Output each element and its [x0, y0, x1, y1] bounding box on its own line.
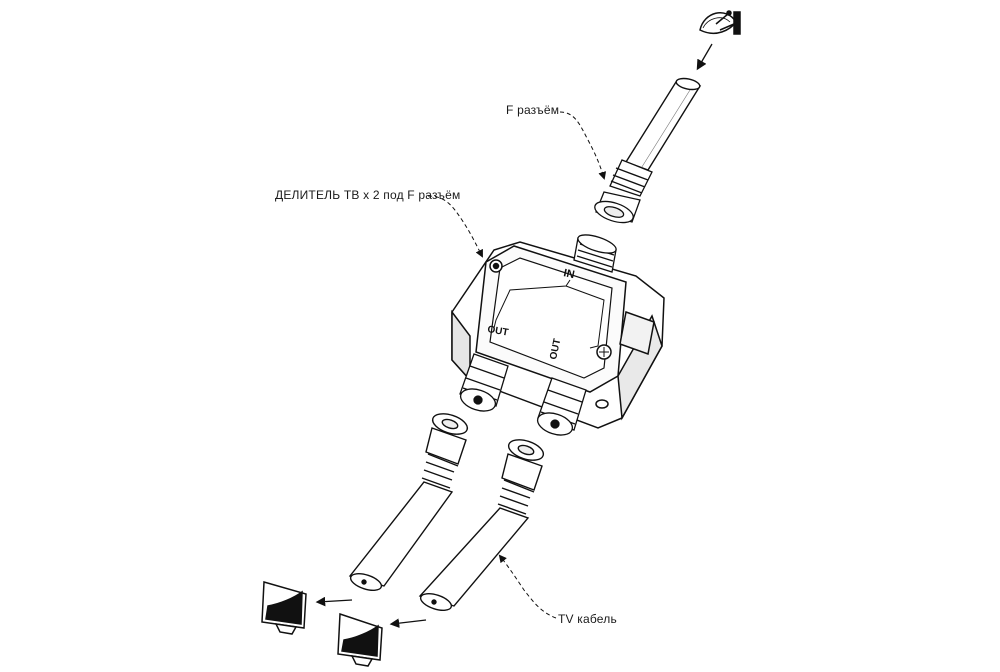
signal-arrow [696, 43, 713, 71]
input-cable [624, 77, 702, 171]
splitter-out-port-left [459, 353, 509, 412]
tv-cable-label: TV кабель [558, 612, 617, 626]
port-label-out-right: OUT [548, 338, 563, 361]
f-connector-top [594, 159, 653, 224]
arrow-to-tv-left [315, 596, 353, 607]
output-cable-right [418, 439, 545, 611]
satellite-dish-icon [699, 10, 741, 35]
port-label-out-left: OUT [486, 324, 509, 338]
arrow-to-tv-right [389, 618, 427, 628]
splitter-out-port-right [536, 377, 587, 436]
splitter-label: ДЕЛИТЕЛЬ ТВ x 2 под F разъём [275, 188, 461, 202]
tv-icon [337, 612, 383, 667]
port-label-in: IN [562, 267, 575, 281]
splitter-in-port [573, 234, 617, 273]
splitter-body [451, 241, 665, 429]
tv-icon [261, 581, 307, 635]
splitter-leader [427, 195, 483, 258]
tv-cable-leader [498, 554, 557, 619]
output-cable-left [348, 413, 469, 591]
f-connector-label: F разъём [506, 103, 560, 117]
f-connector-leader [559, 111, 607, 180]
